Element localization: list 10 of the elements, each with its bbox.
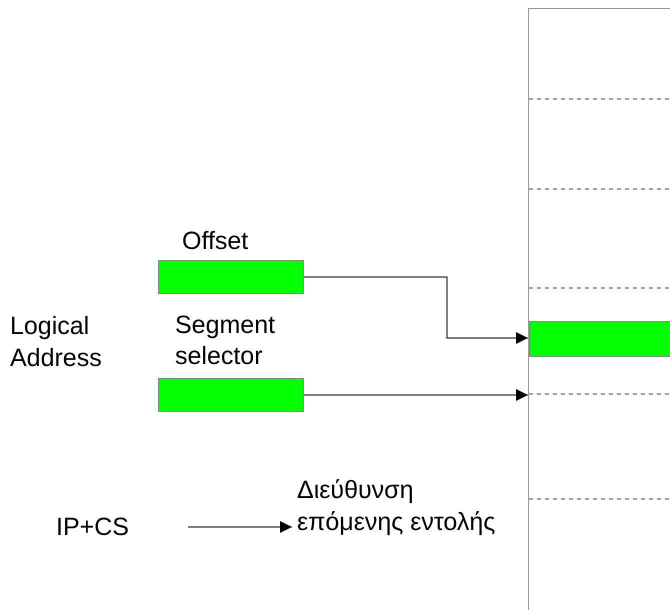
arrow (304, 276, 528, 344)
arrow (304, 389, 528, 401)
memory-column (528, 8, 670, 610)
text-label: Διεύθυνση επόμενης εντολής (297, 474, 517, 538)
text-label: IP+CS (56, 511, 186, 543)
arrow (188, 521, 292, 533)
field-label: Offset (181, 226, 250, 257)
segment-bar (529, 321, 670, 357)
text-label: Logical Address (10, 311, 103, 374)
field-label: Segment selector (174, 310, 276, 372)
